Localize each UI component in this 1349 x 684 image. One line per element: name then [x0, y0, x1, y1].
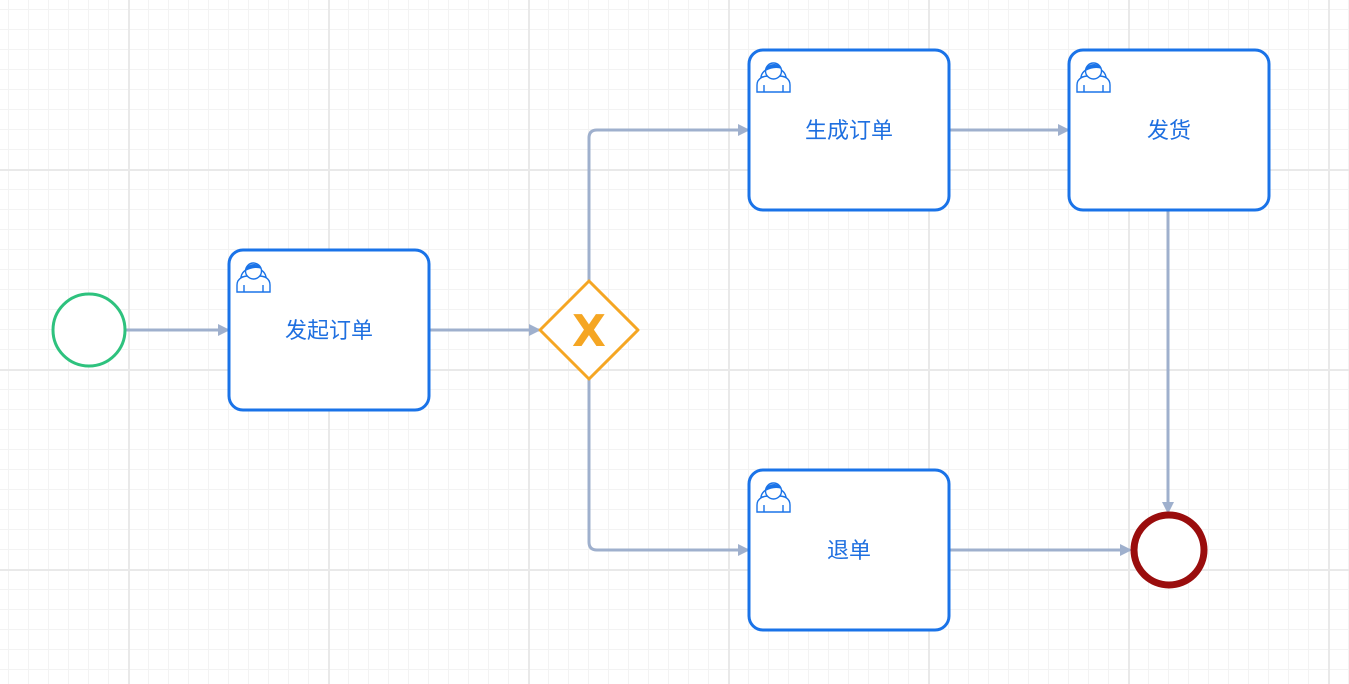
task-label: 生成订单	[805, 119, 893, 144]
task-label: 发起订单	[285, 319, 373, 344]
task-ship[interactable]: 发货	[1067, 48, 1271, 212]
gateway-symbol: X	[572, 306, 606, 357]
end-event[interactable]	[1130, 511, 1208, 589]
sequence-flows	[126, 124, 1174, 556]
task-cancel-order[interactable]: 退单	[747, 468, 951, 632]
exclusive-gateway[interactable]: X	[538, 279, 640, 381]
flow-gateway-to-task2[interactable]	[587, 124, 750, 281]
task-label: 发货	[1147, 119, 1191, 144]
task-create-order-request[interactable]: 发起订单	[227, 248, 431, 412]
start-event[interactable]	[51, 292, 127, 368]
task-generate-order[interactable]: 生成订单	[747, 48, 951, 212]
task-label: 退单	[827, 539, 871, 564]
flow-gateway-to-task4[interactable]	[587, 379, 750, 556]
